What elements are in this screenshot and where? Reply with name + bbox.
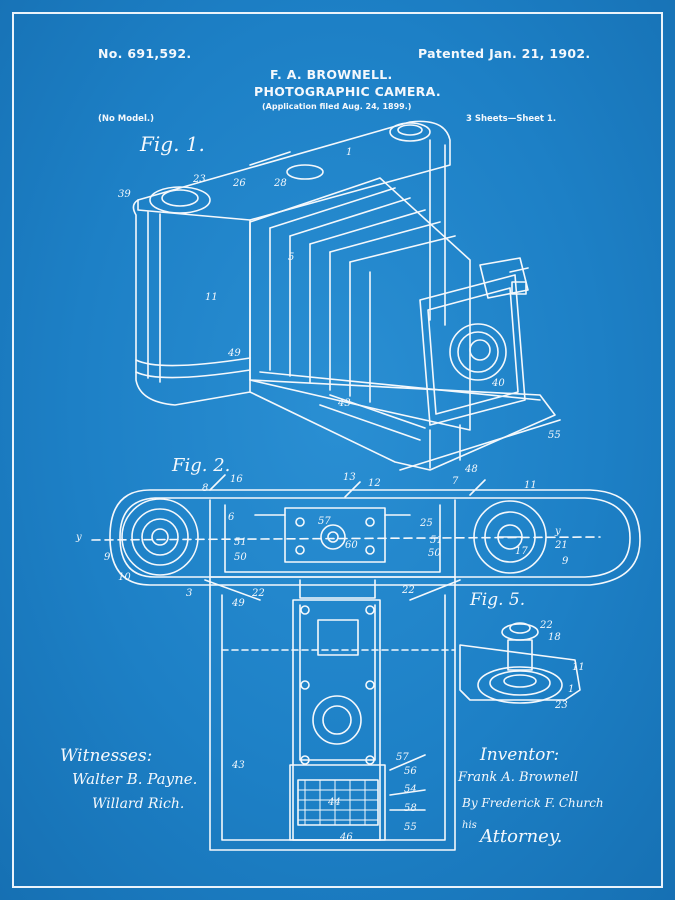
lower-label: 46 — [340, 832, 353, 843]
fig5-label: 22 — [540, 620, 553, 631]
fig2-label: 9 — [562, 556, 568, 567]
fig5-detail-drawing — [460, 623, 580, 703]
fig2-label: y — [76, 532, 82, 543]
witness-signature-1: Walter B. Payne. — [72, 770, 197, 788]
fig2-label: 25 — [420, 518, 433, 529]
fig2-label: 6 — [228, 512, 234, 523]
lower-label: 55 — [404, 822, 417, 833]
fig2-label: y — [555, 526, 561, 537]
attorney-signature: By Frederick F. Church — [462, 796, 604, 810]
fig1-label: 1 — [346, 147, 352, 158]
attorney-label: Attorney. — [480, 826, 562, 847]
lower-label: 43 — [232, 760, 245, 771]
fig2-label: 11 — [524, 480, 537, 491]
fig1-label: 26 — [233, 178, 246, 189]
fig2-label: 49 — [232, 598, 245, 609]
fig2-label: 16 — [230, 474, 243, 485]
lower-label: 56 — [404, 766, 417, 777]
fig1-label: 11 — [205, 292, 218, 303]
witness-signature-2: Willard Rich. — [92, 796, 184, 812]
fig2-label: 60 — [345, 540, 358, 551]
lower-box-drawing — [205, 577, 460, 850]
fig2-title: Fig. 2. — [172, 455, 230, 476]
witnesses-label: Witnesses: — [60, 746, 152, 766]
fig2-label: 48 — [465, 464, 478, 475]
fig2-label: 22 — [252, 588, 265, 599]
fig2-section-drawing — [92, 490, 640, 585]
fig1-title: Fig. 1. — [140, 132, 205, 156]
fig1-label: 23 — [193, 174, 206, 185]
fig2-label: 22 — [402, 585, 415, 596]
lower-label: 57 — [396, 752, 409, 763]
fig5-label: 18 — [548, 632, 561, 643]
fig1-label: 49 — [228, 348, 241, 359]
lower-label: 58 — [404, 803, 417, 814]
fig2-label: 9 — [104, 552, 110, 563]
fig1-label: 43 — [338, 398, 351, 409]
fig1-label: 5 — [288, 252, 294, 263]
fig5-label: 1 — [568, 684, 574, 695]
fig2-label: 8 — [202, 483, 208, 494]
fig2-label: 51 — [234, 537, 247, 548]
fig2-label: 50 — [428, 548, 441, 559]
fig1-label: 39 — [118, 189, 131, 200]
fig2-label: 3 — [186, 588, 192, 599]
fig1-label: 55 — [548, 430, 561, 441]
inventor-label: Inventor: — [480, 745, 559, 765]
fig5-label: 23 — [555, 700, 568, 711]
lower-label: 54 — [404, 784, 417, 795]
inventor-signature: Frank A. Brownell — [458, 770, 578, 785]
fig2-label: 57 — [318, 516, 331, 527]
fig5-label: 11 — [572, 662, 585, 673]
fig2-label: 51 — [430, 535, 443, 546]
fig5-title: Fig. 5. — [470, 590, 525, 610]
fig2-label: 12 — [368, 478, 381, 489]
fig2-label: 21 — [555, 540, 568, 551]
fig2-label: 7 — [452, 476, 458, 487]
attorney-his: his — [462, 820, 477, 831]
fig2-label: 13 — [343, 472, 356, 483]
fig2-label: 17 — [515, 546, 528, 557]
fig1-label: 28 — [274, 178, 287, 189]
fig2-label: 50 — [234, 552, 247, 563]
fig2-label: 10 — [118, 572, 131, 583]
fig1-label: 40 — [492, 378, 505, 389]
lower-label: 44 — [328, 797, 341, 808]
